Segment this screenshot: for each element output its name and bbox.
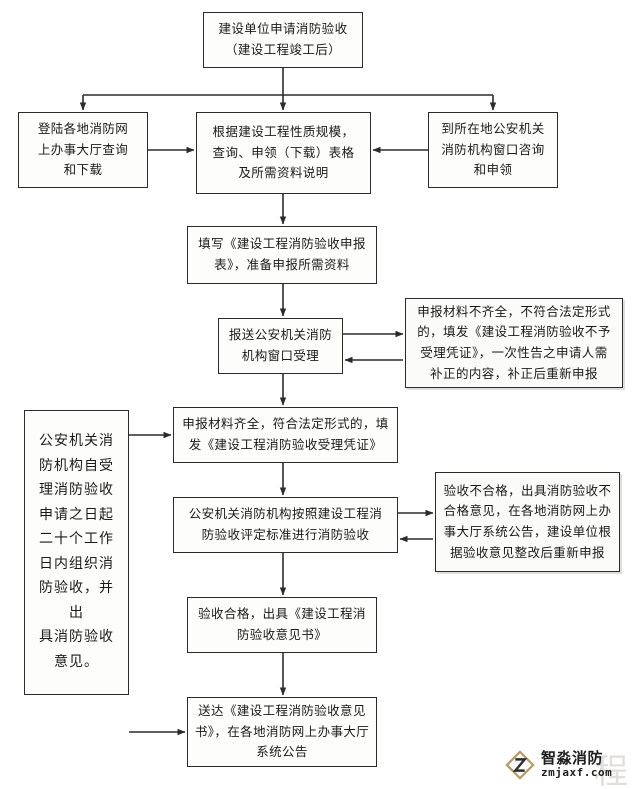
node-inspection[interactable]: 公安机关消防机构按照建设工程消 防验收评定标准进行消防验收 xyxy=(173,497,398,553)
node-submit-window-label: 报送公安机关消防 机构窗口受理 xyxy=(228,328,333,363)
node-accept-voucher-label: 申报材料齐全，符合法定形式的，填 发《建设工程消防验收受理凭证》 xyxy=(182,417,389,452)
node-apply-label: 建设单位申请消防验收 （建设工程竣工后） xyxy=(218,22,348,57)
node-pass-opinion-label: 验收合格，出具《建设工程消 防验收意见书》 xyxy=(198,607,366,642)
watermark-text: 智淼消防 zmjaxf.com xyxy=(541,751,612,778)
node-reject-note-label: 申报材料不齐全，不符合法定形式 的，填发《建设工程消防验收不予 受理凭证》，一次… xyxy=(417,304,611,381)
node-time-limit-note[interactable]: 公安机关消 防机构自受 理消防验收 申请之日起 二十个工作 日内组织消 防验收，… xyxy=(24,410,129,695)
node-apply[interactable]: 建设单位申请消防验收 （建设工程竣工后） xyxy=(203,12,363,68)
node-fill-form-label: 填写《建设工程消防验收申报 表》，准备申报所需资料 xyxy=(198,237,366,272)
node-online-portal-label: 登陆各地消防网 上办事大厅查询 和下载 xyxy=(37,122,129,178)
ghost-watermark-char: 程 xyxy=(594,754,628,789)
node-fail-note-label: 验收不合格，出具消防验收不 合格意见，在各地消防网上办 事大厅系统公告，建设单位… xyxy=(443,483,612,560)
node-inspection-label: 公安机关消防机构按照建设工程消 防验收评定标准进行消防验收 xyxy=(188,507,383,542)
watermark-brand-cn: 智淼消防 xyxy=(541,750,604,768)
node-online-portal[interactable]: 登陆各地消防网 上办事大厅查询 和下载 xyxy=(18,112,148,188)
node-reject-note[interactable]: 申报材料不齐全，不符合法定形式 的，填发《建设工程消防验收不予 受理凭证》，一次… xyxy=(405,298,623,388)
node-time-limit-note-label: 公安机关消 防机构自受 理消防验收 申请之日起 二十个工作 日内组织消 防验收，… xyxy=(39,434,114,670)
node-fill-form[interactable]: 填写《建设工程消防验收申报 表》，准备申报所需资料 xyxy=(187,226,377,284)
node-submit-window[interactable]: 报送公安机关消防 机构窗口受理 xyxy=(218,318,343,374)
brand-logo-icon xyxy=(505,750,535,780)
node-public-security-window-label: 到所在地公安机关 消防机构窗口咨询 和申领 xyxy=(441,122,545,178)
node-forms-info[interactable]: 根据建设工程性质规模， 查询、申领（下载）表格 及所需资料说明 xyxy=(196,112,371,194)
watermark: 智淼消防 zmjaxf.com xyxy=(505,750,612,780)
watermark-url: zmjaxf.com xyxy=(541,766,613,780)
node-deliver-notice-label: 送达《建设工程消防验收意见 书》，在各地消防网上办事大厅 系统公告 xyxy=(194,704,370,760)
node-forms-info-label: 根据建设工程性质规模， 查询、申领（下载）表格 及所需资料说明 xyxy=(212,125,355,181)
node-public-security-window[interactable]: 到所在地公安机关 消防机构窗口咨询 和申领 xyxy=(428,112,558,188)
node-fail-note[interactable]: 验收不合格，出具消防验收不 合格意见，在各地消防网上办 事大厅系统公告，建设单位… xyxy=(435,472,620,572)
node-accept-voucher[interactable]: 申报材料齐全，符合法定形式的，填 发《建设工程消防验收受理凭证》 xyxy=(173,407,398,463)
node-deliver-notice[interactable]: 送达《建设工程消防验收意见 书》，在各地消防网上办事大厅 系统公告 xyxy=(187,697,377,767)
node-pass-opinion[interactable]: 验收合格，出具《建设工程消 防验收意见书》 xyxy=(187,597,377,653)
